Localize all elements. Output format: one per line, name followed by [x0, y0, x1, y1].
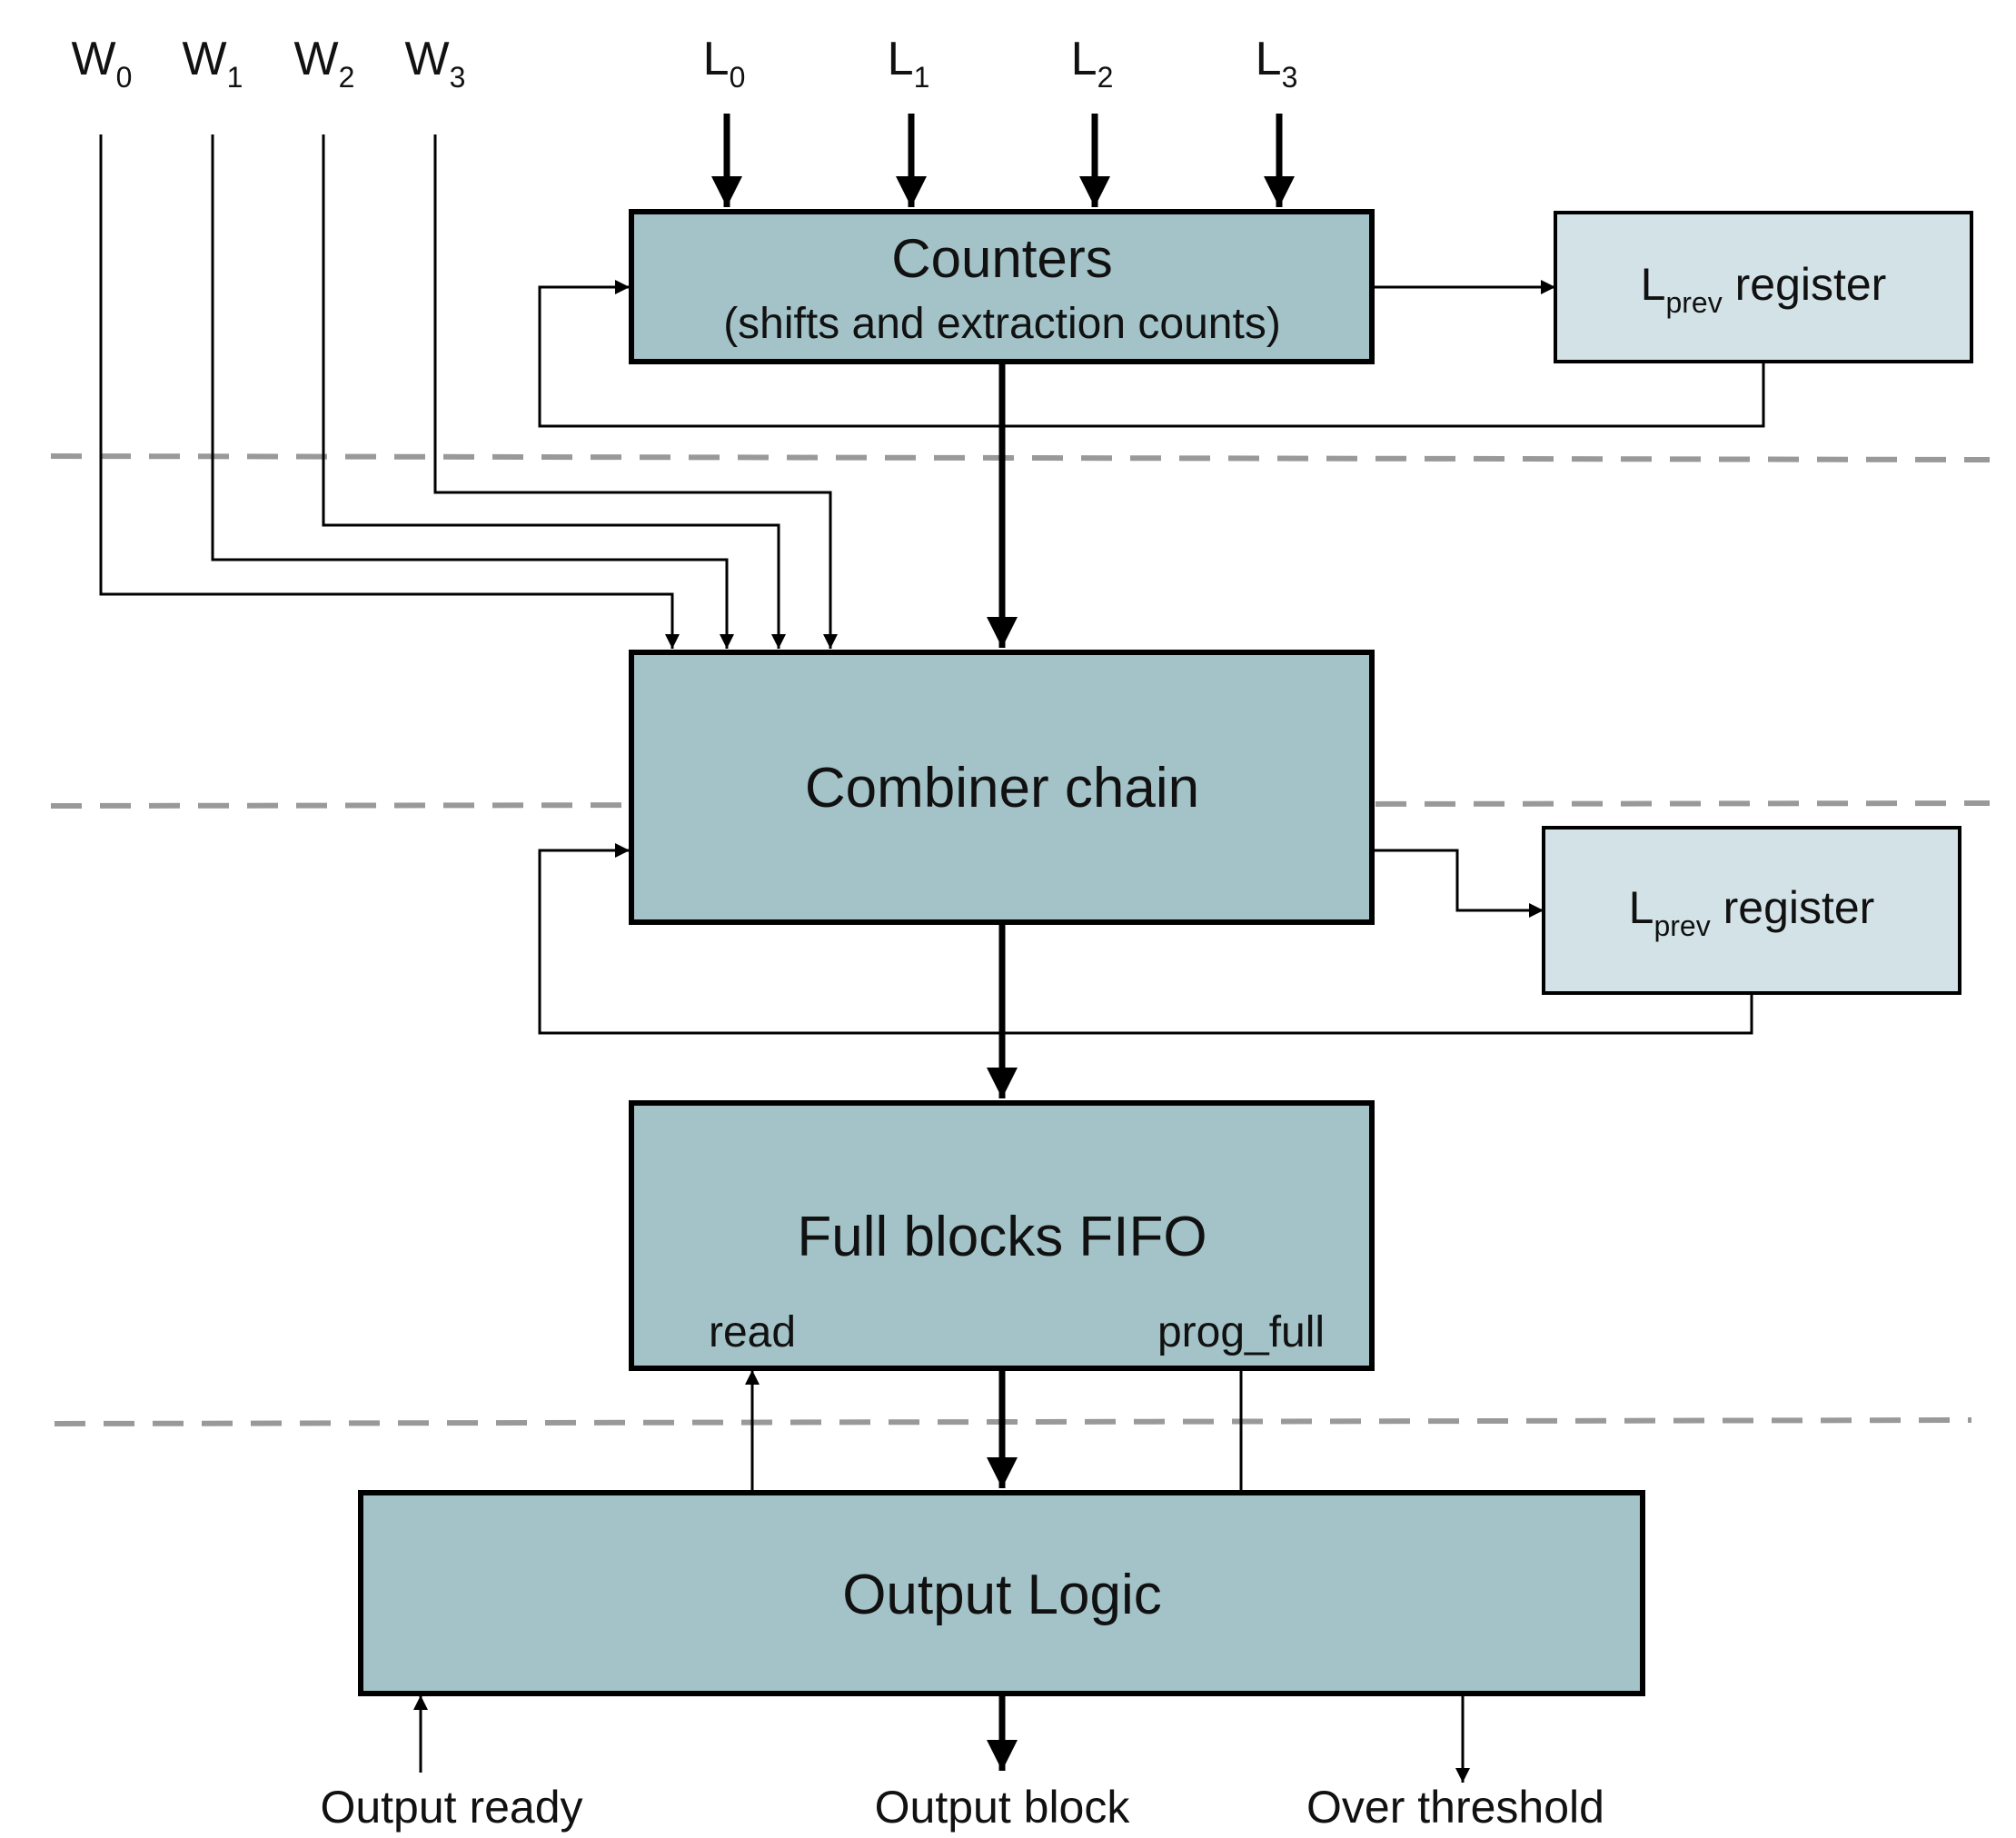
lprev-1-base: L	[1641, 259, 1666, 310]
output-logic-block	[358, 1490, 1645, 1696]
l0-sub: 0	[730, 61, 746, 94]
separator-2	[50, 800, 1991, 809]
l0-label: L0	[703, 33, 746, 94]
separator-3	[54, 1417, 1972, 1426]
output-block-label: Output block	[875, 1782, 1131, 1833]
fifo-title: Full blocks FIFO	[797, 1206, 1207, 1268]
counters-subtitle: (shifts and extraction counts)	[723, 300, 1281, 348]
l3-sub: 3	[1282, 61, 1298, 94]
w0-label: W0	[72, 33, 133, 94]
w3-sub: 3	[450, 61, 466, 94]
fifo-port-prog-full: prog_full	[1157, 1308, 1325, 1356]
w-labels: W0 W1 W2 W3	[72, 33, 466, 94]
over-threshold-label: Over threshold	[1306, 1782, 1604, 1833]
output-signals	[413, 1694, 1470, 1783]
counters-title: Counters	[891, 228, 1112, 289]
l-input-arrows	[711, 114, 1295, 207]
lprev-register-2-label: Lprev register	[1629, 882, 1875, 942]
w1-base: W	[183, 33, 227, 85]
w-input-wires	[99, 134, 838, 649]
stage-separators	[50, 453, 1991, 1426]
register-2-feedback	[538, 843, 1753, 1035]
lprev-register-1	[1554, 211, 1973, 363]
lprev-2-rest: register	[1711, 882, 1875, 933]
w1-sub: 1	[227, 61, 243, 94]
register-1-feedback	[538, 280, 1765, 428]
l2-base: L	[1071, 33, 1097, 85]
w2-wire	[322, 134, 786, 649]
counters-feedback	[538, 280, 1765, 428]
l0-base: L	[703, 33, 730, 85]
w3-base: W	[405, 33, 450, 85]
l3-label: L3	[1256, 33, 1298, 94]
l2-label: L2	[1071, 33, 1114, 94]
l3-base: L	[1256, 33, 1282, 85]
lprev-register-1-label: Lprev register	[1641, 259, 1887, 319]
fifo-block	[629, 1100, 1375, 1371]
l1-label: L1	[888, 33, 930, 94]
combiner-title: Combiner chain	[805, 757, 1199, 820]
output-ready-label: Output ready	[320, 1782, 582, 1833]
w2-sub: 2	[339, 61, 355, 94]
w1-wire	[211, 134, 734, 649]
combiner-to-register-2	[1372, 849, 1544, 918]
l2-sub: 2	[1097, 61, 1114, 94]
combiner-block	[629, 650, 1375, 925]
w3-label: W3	[405, 33, 466, 94]
w0-sub: 0	[116, 61, 133, 94]
w0-wire	[99, 134, 680, 649]
l1-base: L	[888, 33, 914, 85]
l1-sub: 1	[914, 61, 930, 94]
fifo-port-read: read	[709, 1308, 796, 1356]
w2-label: W2	[294, 33, 355, 94]
output-logic-title: Output Logic	[842, 1564, 1162, 1626]
lprev-2-sub: prev	[1654, 909, 1710, 942]
lprev-2-base: L	[1629, 882, 1654, 933]
separator-1	[50, 453, 1991, 462]
combiner-feedback	[538, 843, 1753, 1035]
l-labels: L0 L1 L2 L3	[703, 33, 1298, 94]
lprev-1-rest: register	[1723, 259, 1887, 310]
w3-wire	[433, 134, 838, 649]
w0-base: W	[72, 33, 116, 85]
fifo-output-links	[745, 1368, 1243, 1492]
lprev-1-sub: prev	[1665, 286, 1722, 319]
w2-base: W	[294, 33, 339, 85]
w1-label: W1	[183, 33, 243, 94]
